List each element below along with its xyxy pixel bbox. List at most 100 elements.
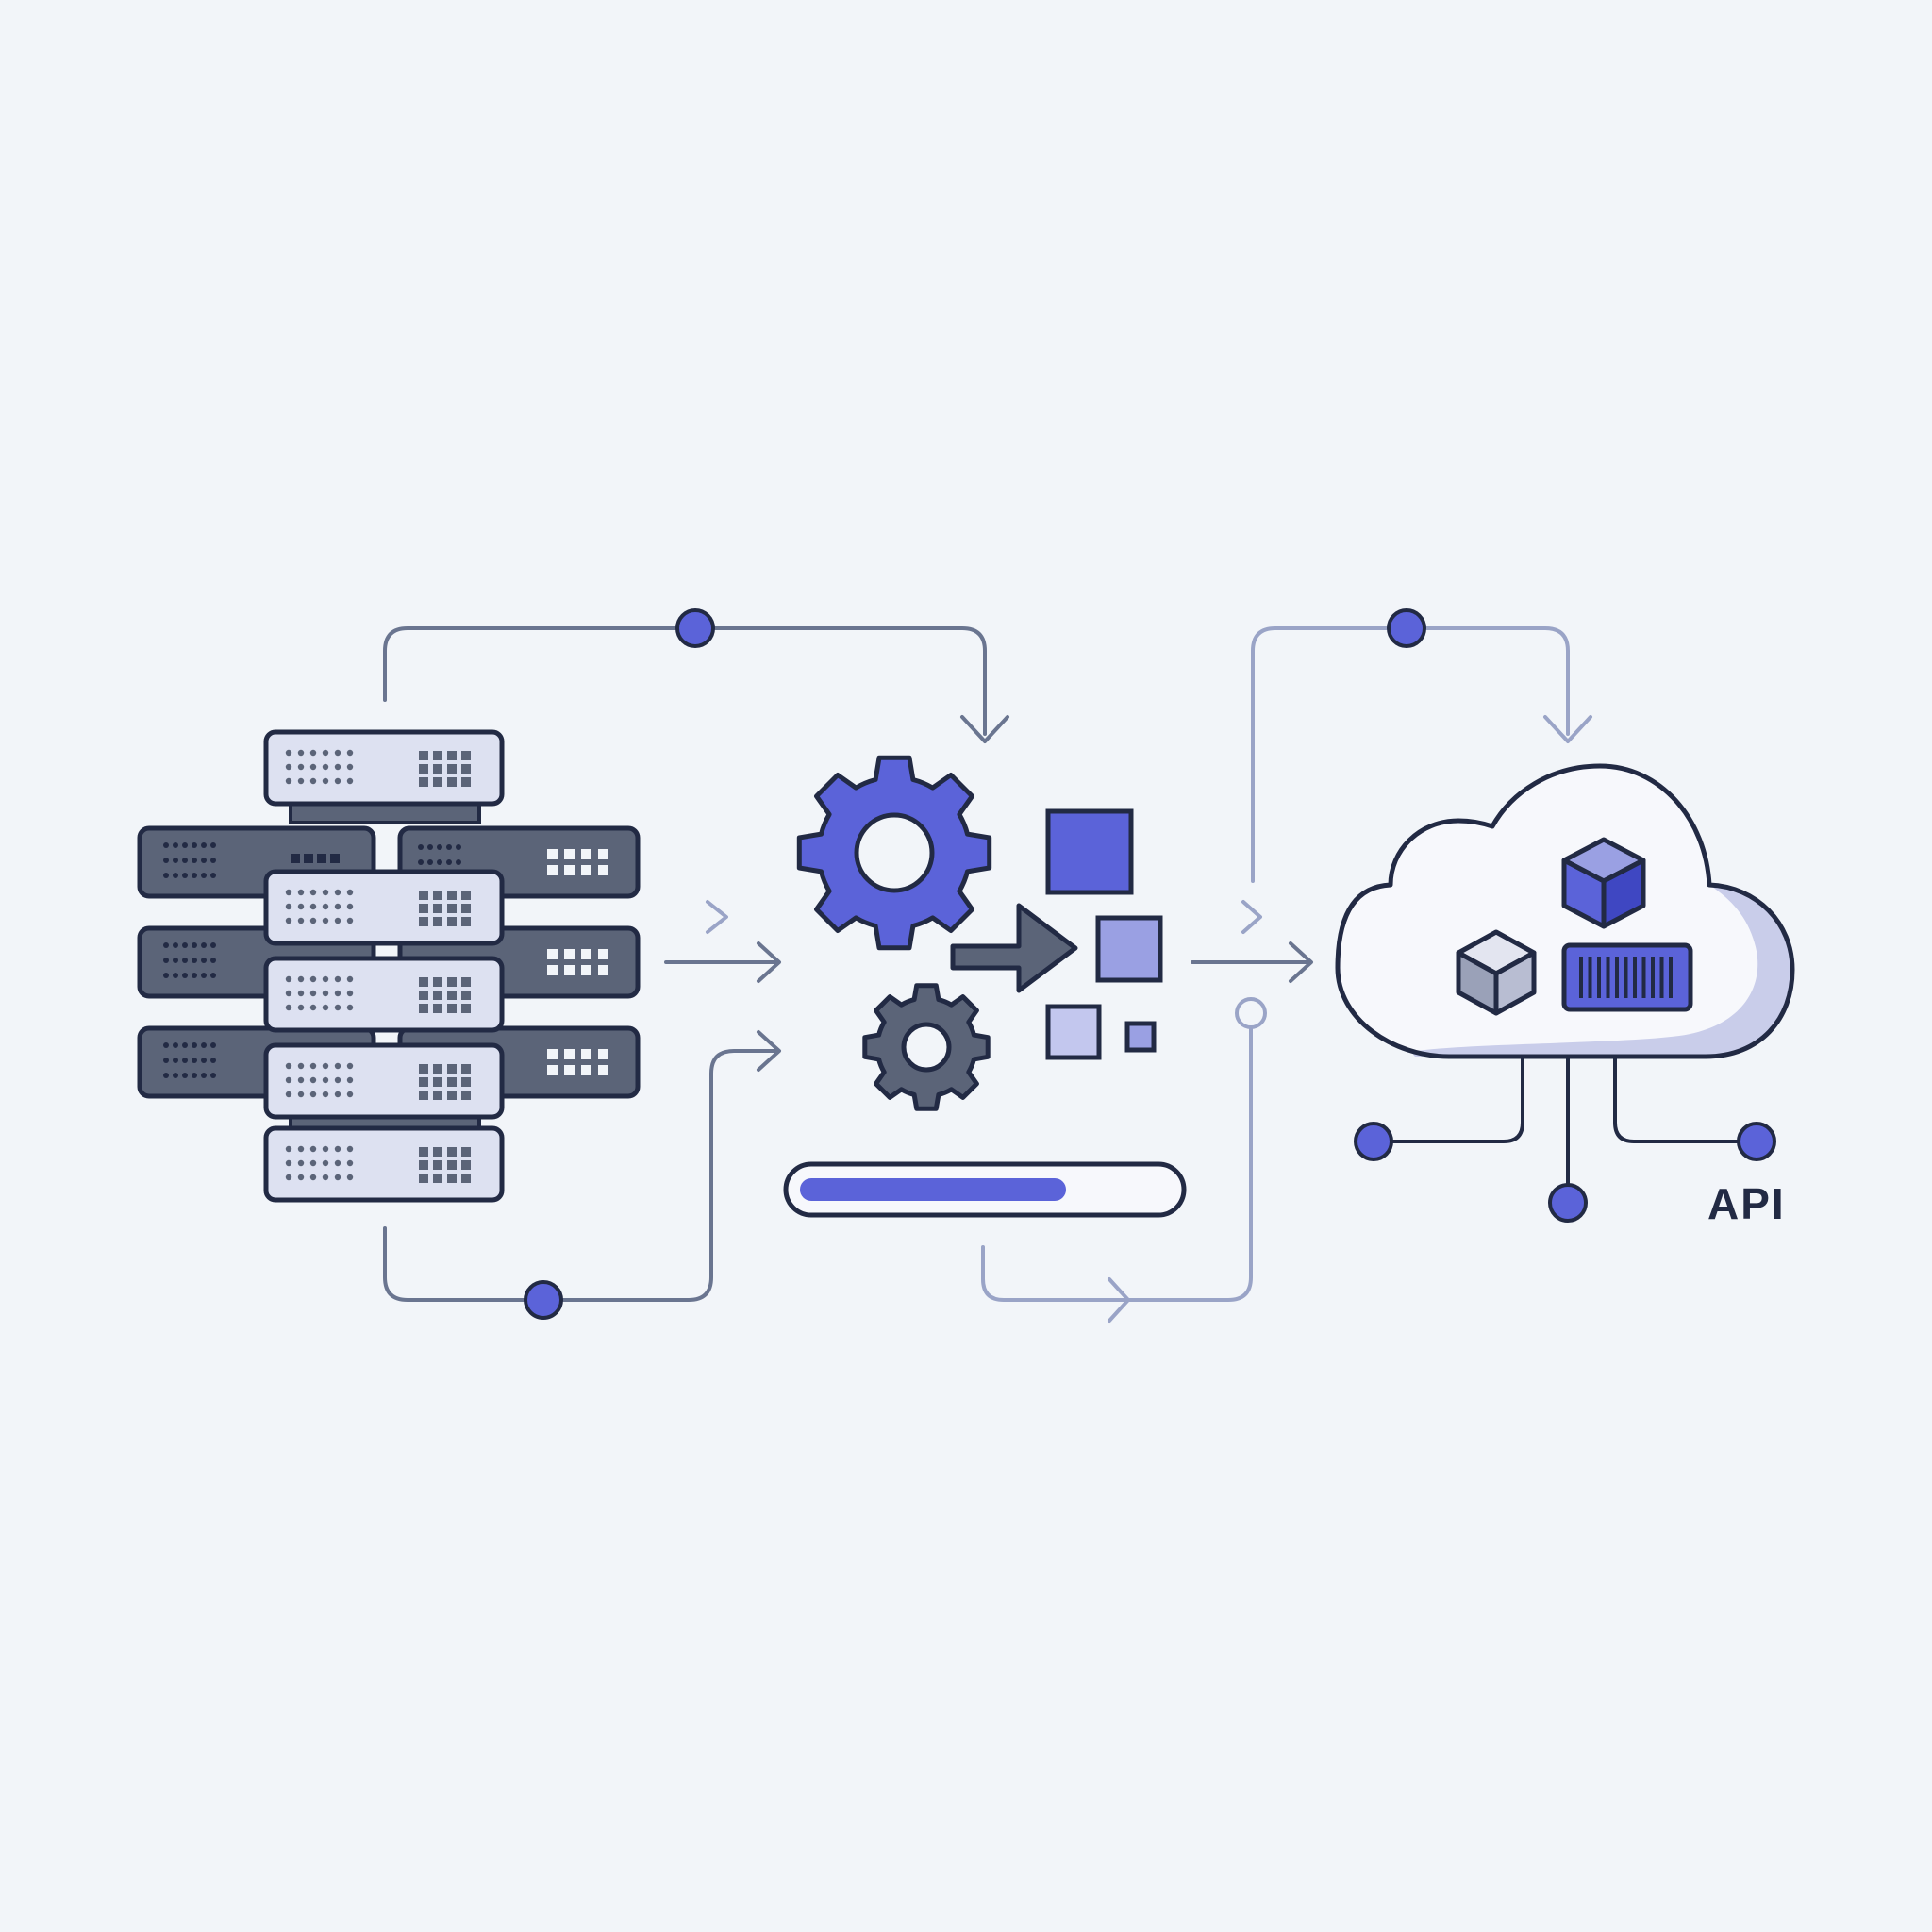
vent-dot [322, 889, 329, 896]
vent-dot [418, 859, 424, 865]
vent-dot [182, 858, 188, 863]
vent-dot [322, 1062, 329, 1070]
indicator-square [419, 1004, 428, 1013]
indicator-square [447, 891, 457, 900]
indicator-square [564, 1049, 575, 1059]
indicator-square [419, 904, 428, 913]
indicator-square [564, 965, 575, 975]
vent-dot [322, 749, 329, 757]
indicator-square [598, 1065, 608, 1075]
vent-dot [309, 975, 317, 983]
vent-dot [163, 973, 169, 978]
vent-dot [285, 777, 292, 785]
vent-dot [173, 1042, 178, 1048]
indicator-square [447, 777, 457, 787]
vent-dot [346, 889, 354, 896]
vent-dot [163, 942, 169, 948]
vent-dot [334, 1062, 341, 1070]
vent-dot [285, 1091, 292, 1098]
vent-dot [346, 1076, 354, 1084]
vent-dot [201, 842, 207, 848]
indicator-square [447, 751, 457, 760]
vent-dot [297, 763, 305, 771]
vent-dot [346, 1004, 354, 1011]
vent-dot [309, 1174, 317, 1181]
indicator-square [461, 751, 471, 760]
indicator-square [447, 991, 457, 1000]
connector-bottom-right [981, 1026, 1253, 1302]
vent-dot [322, 975, 329, 983]
indicator-square [447, 1160, 457, 1170]
vent-dot [334, 903, 341, 910]
vent-dot [173, 958, 178, 963]
indicator-square [433, 991, 442, 1000]
vent-dot [163, 1073, 169, 1078]
vent-dot [334, 975, 341, 983]
vent-dot [173, 858, 178, 863]
vent-dot [182, 942, 188, 948]
vent-dot [210, 1058, 216, 1063]
indicator-square [433, 891, 442, 900]
vent-dot [309, 1145, 317, 1153]
vent-dot [446, 859, 452, 865]
indicator-square [581, 865, 591, 875]
vent-dot [201, 858, 207, 863]
vent-dot [456, 859, 461, 865]
api-node [1548, 1183, 1588, 1223]
vent-dot [192, 942, 197, 948]
vent-dot [285, 903, 292, 910]
indicator-square [447, 1004, 457, 1013]
indicator-square [433, 1174, 442, 1183]
vent-dot [163, 1058, 169, 1063]
vent-dot [182, 1058, 188, 1063]
vent-dot [192, 873, 197, 878]
cloud-visible-body [1338, 766, 1792, 1057]
vent-dot [346, 1174, 354, 1181]
vent-dot [201, 873, 207, 878]
vent-dot [346, 1145, 354, 1153]
connectors [383, 608, 1592, 1323]
indicator-square [433, 1091, 442, 1100]
indicator-square [564, 865, 575, 875]
vent-dot [201, 973, 207, 978]
indicator-square [304, 854, 313, 863]
indicator-square [581, 849, 591, 859]
vent-dot [346, 777, 354, 785]
indicator-square [433, 1004, 442, 1013]
progress-fill [800, 1178, 1066, 1201]
vent-dot [334, 889, 341, 896]
indicator-square [461, 1160, 471, 1170]
vent-dot [210, 958, 216, 963]
vent-dot [210, 942, 216, 948]
vent-dot [297, 975, 305, 983]
vent-dot [346, 917, 354, 924]
vent-dot [334, 749, 341, 757]
vent-dot [210, 1042, 216, 1048]
vent-dot [163, 958, 169, 963]
indicator-square [564, 849, 575, 859]
indicator-square [447, 764, 457, 774]
indicator-square [461, 991, 471, 1000]
indicator-square [598, 949, 608, 959]
vent-dot [182, 1073, 188, 1078]
vent-dot [334, 777, 341, 785]
vent-dot [297, 903, 305, 910]
vent-dot [210, 842, 216, 848]
vent-dot [309, 763, 317, 771]
indicator-square [433, 1064, 442, 1074]
indicator-square [461, 904, 471, 913]
vent-dot [309, 1062, 317, 1070]
indicator-square [461, 1147, 471, 1157]
vent-dot [192, 1042, 197, 1048]
indicator-square [547, 949, 558, 959]
vent-dot [201, 1058, 207, 1063]
vent-dot [309, 1004, 317, 1011]
vent-dot [297, 1174, 305, 1181]
vent-dot [297, 1145, 305, 1153]
indicator-square [547, 1065, 558, 1075]
indicator-square [433, 751, 442, 760]
connector-node [524, 1280, 563, 1320]
vent-dot [334, 1091, 341, 1098]
vent-dot [173, 973, 178, 978]
